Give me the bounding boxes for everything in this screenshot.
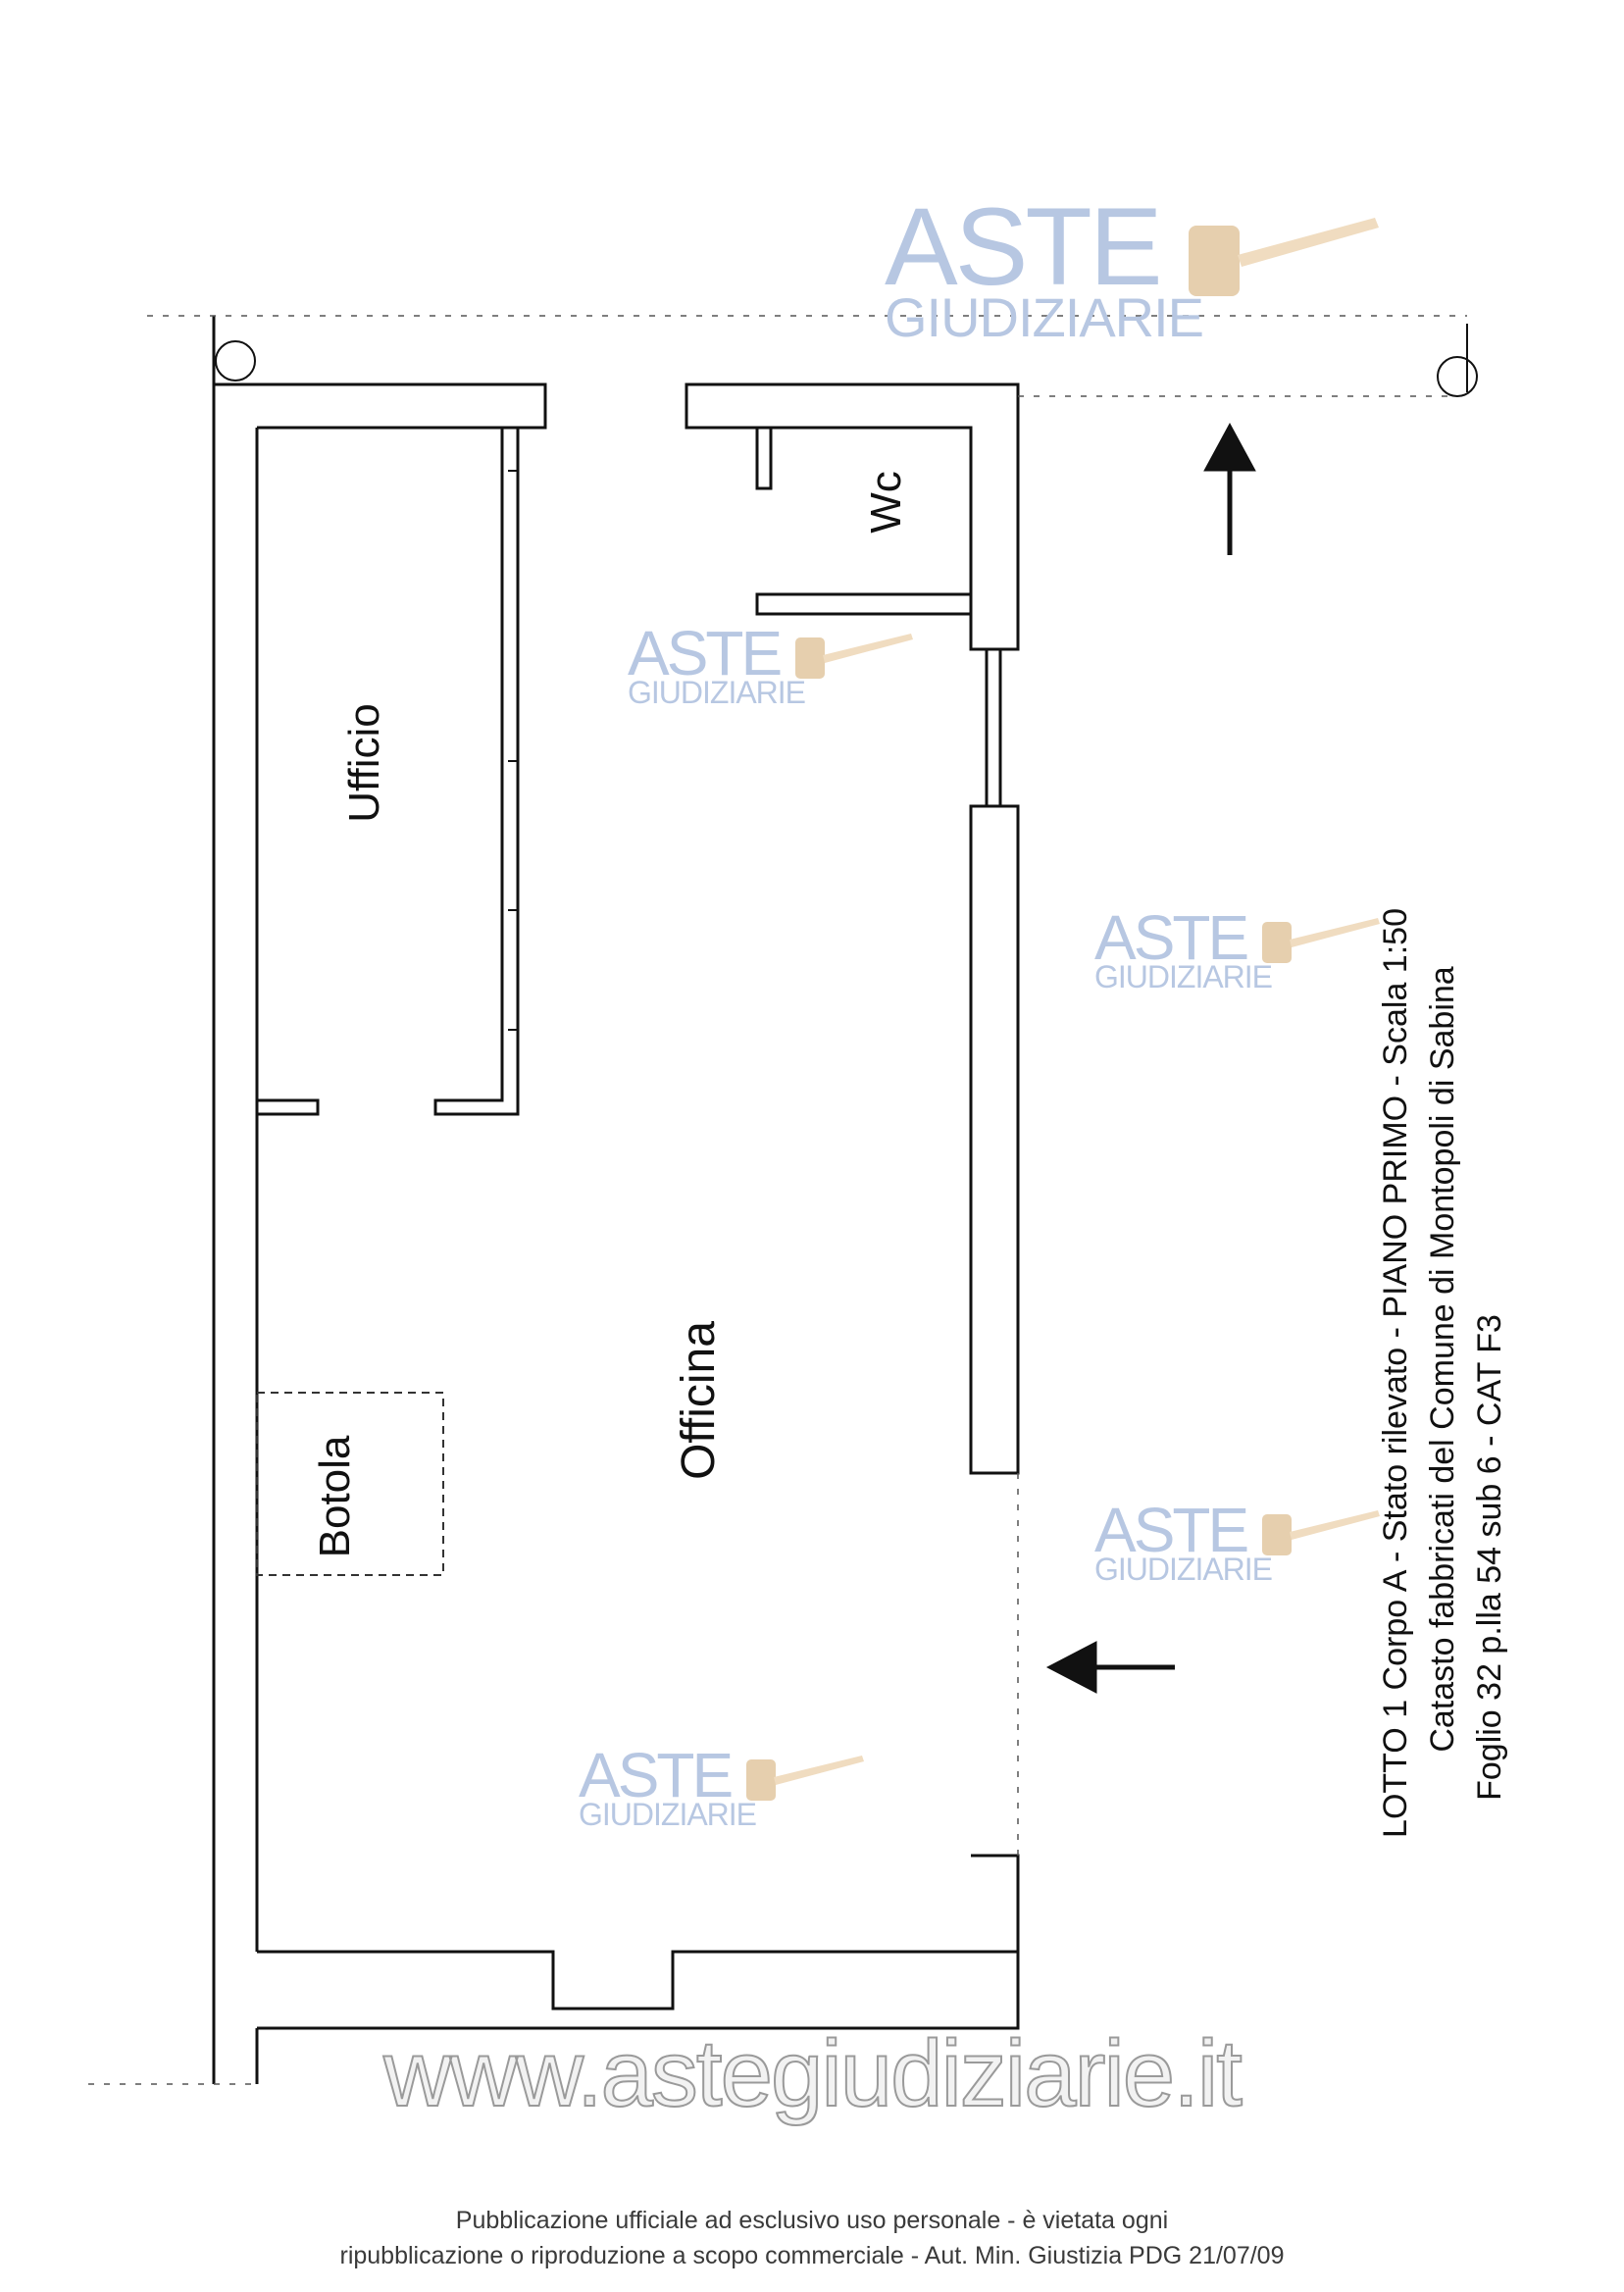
- room-label-officina: Officina: [673, 1321, 725, 1480]
- window-right-upper: [985, 649, 1002, 806]
- botola-outline: [256, 1392, 444, 1576]
- watermark-logo-4: ASTE GIUDIZIARIE: [579, 1744, 873, 1852]
- gavel-icon: [1262, 1510, 1380, 1555]
- watermark-logo-2: ASTE GIUDIZIARIE: [1094, 906, 1389, 1014]
- watermark-brand-top: ASTE: [579, 1740, 734, 1810]
- watermark-brand-top: ASTE: [628, 618, 783, 688]
- ufficio-window-ticks: [508, 470, 518, 1031]
- bottom-wall-outer: [257, 1952, 1020, 2030]
- top-wall-right: [685, 382, 1020, 651]
- wc-wall-bottom: [755, 592, 973, 616]
- footer-line1: Pubblicazione ufficiale ad esclusivo uso…: [455, 2207, 1169, 2234]
- column-left: [215, 340, 256, 382]
- arrow-up-head: [1203, 422, 1256, 472]
- wc-door-upper: [755, 428, 773, 490]
- wall-right-middle: [969, 804, 1020, 1475]
- ufficio-door-left: [257, 1098, 320, 1116]
- gavel-icon: [1189, 218, 1379, 296]
- watermark-brand-bottom: GIUDIZIARIE: [1094, 959, 1273, 994]
- footer-line2: ripubblicazione o riproduzione a scopo c…: [339, 2242, 1285, 2269]
- wall-right-lower: [971, 1854, 1020, 1954]
- watermark-brand-bottom: GIUDIZIARIE: [885, 286, 1204, 348]
- room-label-wc: Wc: [862, 471, 910, 534]
- watermark-brand-bottom: GIUDIZIARIE: [579, 1797, 757, 1832]
- room-label-botola: Botola: [311, 1435, 359, 1557]
- bottom-wall: [257, 1950, 971, 2011]
- gavel-icon: [746, 1756, 864, 1801]
- caption-line1: LOTTO 1 Corpo A - Stato rilevato - PIANO…: [1377, 908, 1414, 1838]
- watermark-brand-top: ASTE: [885, 185, 1163, 308]
- watermark-brand-top: ASTE: [1094, 1495, 1249, 1565]
- caption-line2: Catasto fabbricati del Comune di Montopo…: [1424, 966, 1461, 1752]
- watermark-logo-3: ASTE GIUDIZIARIE: [1094, 1499, 1389, 1606]
- gavel-icon: [1262, 918, 1380, 963]
- watermark-logo-large: ASTE GIUDIZIARIE: [885, 192, 1395, 369]
- column-right: [1437, 356, 1478, 397]
- top-wall-left: [214, 382, 547, 430]
- watermark-brand-bottom: GIUDIZIARIE: [628, 675, 806, 710]
- watermark-logo-1: ASTE GIUDIZIARIE: [628, 622, 922, 730]
- caption-line3: Foglio 32 p.lla 54 sub 6 - CAT F3: [1471, 1314, 1508, 1801]
- watermark-brand-top: ASTE: [1094, 902, 1249, 973]
- arrow-left-head: [1045, 1641, 1097, 1694]
- ufficio-partition: [433, 428, 520, 1116]
- watermark-brand-bottom: GIUDIZIARIE: [1094, 1552, 1273, 1587]
- watermark-website: www.astegiudiziarie.it: [382, 2020, 1243, 2127]
- room-label-ufficio: Ufficio: [340, 703, 388, 822]
- gavel-icon: [795, 634, 913, 679]
